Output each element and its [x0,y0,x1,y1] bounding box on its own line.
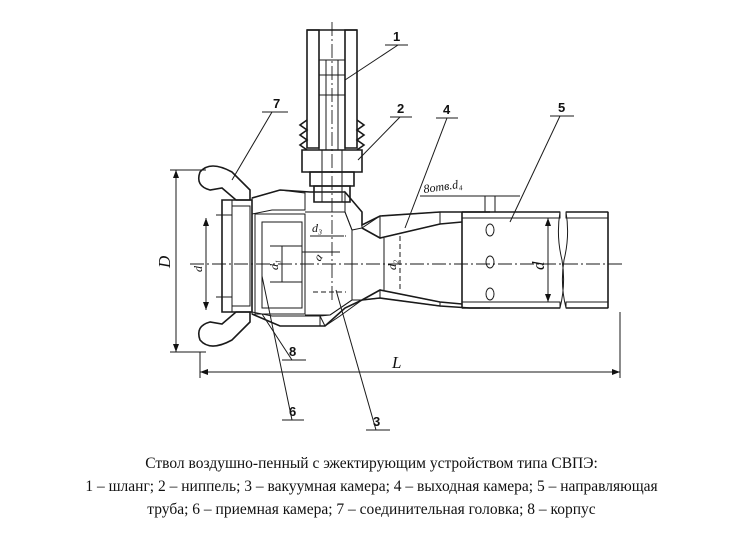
dimension-label-d2: d₂ [385,260,399,270]
callout-number-5: 5 [558,100,565,115]
caption-line-2: 1 – шланг; 2 – ниппель; 3 – вакуумная ка… [85,478,658,495]
connecting-head [199,166,252,346]
callout-number-6: 6 [289,404,296,419]
guide-pipe [462,212,608,308]
callout-number-3: 3 [373,414,380,429]
callout-leaders [232,45,574,430]
dimension-label-d1: d₁ [267,260,281,270]
nozzle-cross-section-drawing: 1 2 4 5 7 8 6 3 D d d₁ d₂ d₃ a d L 8отв.… [155,0,743,450]
outlet-chamber-diffuser [362,212,462,306]
dimension-lines [170,170,620,378]
dimension-label-D: D [155,255,174,269]
dimension-label-d-inlet: d [191,265,205,272]
dimension-label-d-pipe: d [529,261,548,270]
dimension-label-L: L [391,353,401,372]
hole-note-label: 8отв.d₄ [422,177,463,196]
callout-number-4: 4 [443,102,451,117]
hose-and-nipple [300,22,364,300]
dimension-label-a: a [310,251,325,263]
callout-number-8: 8 [289,344,296,359]
callout-number-1: 1 [393,29,400,44]
housing-and-receiving-chamber [252,190,490,326]
callout-number-2: 2 [397,101,404,116]
caption-line-3: труба; 6 – приемная камера; 7 – соединит… [147,501,596,518]
figure-caption: Ствол воздушно-пенный с эжектирующим уст… [0,452,743,521]
callout-number-7: 7 [273,96,280,111]
dimension-label-d3: d₃ [312,221,322,235]
caption-line-1: Ствол воздушно-пенный с эжектирующим уст… [145,455,598,472]
